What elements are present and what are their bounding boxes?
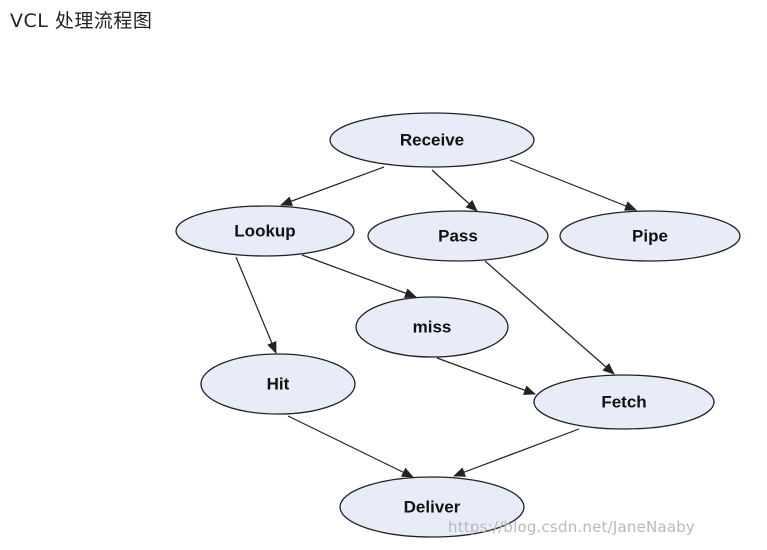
edges-layer bbox=[235, 159, 637, 478]
node-fetch-label: Fetch bbox=[601, 393, 646, 412]
node-pipe: Pipe bbox=[559, 210, 741, 262]
node-fetch-ellipse bbox=[533, 374, 715, 430]
node-pass: Pass bbox=[367, 210, 549, 262]
node-deliver-label: Deliver bbox=[404, 498, 461, 517]
node-pass-ellipse bbox=[367, 210, 549, 262]
node-lookup: Lookup bbox=[175, 205, 355, 257]
edge-miss-fetch-arrow bbox=[436, 357, 536, 395]
node-miss: miss bbox=[355, 296, 509, 358]
node-fetch: Fetch bbox=[533, 374, 715, 430]
node-lookup-ellipse bbox=[175, 205, 355, 257]
page-title: VCL 处理流程图 bbox=[10, 10, 153, 32]
edge-lookup-miss-arrow bbox=[301, 254, 417, 298]
edge-receive-lookup-arrow bbox=[280, 166, 385, 206]
node-deliver: Deliver bbox=[339, 476, 525, 538]
node-receive-label: Receive bbox=[400, 131, 464, 150]
node-receive: Receive bbox=[329, 112, 535, 168]
edge-receive-pipe-arrow bbox=[509, 159, 637, 211]
node-lookup-label: Lookup bbox=[234, 222, 295, 241]
node-receive-ellipse bbox=[329, 112, 535, 168]
node-pass-label: Pass bbox=[438, 227, 478, 246]
edge-fetch-deliver-arrow bbox=[453, 428, 580, 477]
node-pipe-ellipse bbox=[559, 210, 741, 262]
edge-lookup-hit-arrow bbox=[235, 256, 277, 354]
watermark: https://blog.csdn.net/JaneNaaby bbox=[448, 518, 696, 536]
node-hit-ellipse bbox=[200, 353, 356, 415]
node-deliver-ellipse bbox=[339, 476, 525, 538]
node-hit: Hit bbox=[200, 353, 356, 415]
node-miss-label: miss bbox=[413, 318, 452, 337]
edge-hit-deliver-arrow bbox=[287, 415, 414, 478]
edge-receive-pass-arrow bbox=[431, 169, 478, 212]
node-pipe-label: Pipe bbox=[632, 227, 668, 246]
edge-pass-fetch-arrow bbox=[484, 260, 615, 375]
node-hit-label: Hit bbox=[267, 375, 290, 394]
node-miss-ellipse bbox=[355, 296, 509, 358]
